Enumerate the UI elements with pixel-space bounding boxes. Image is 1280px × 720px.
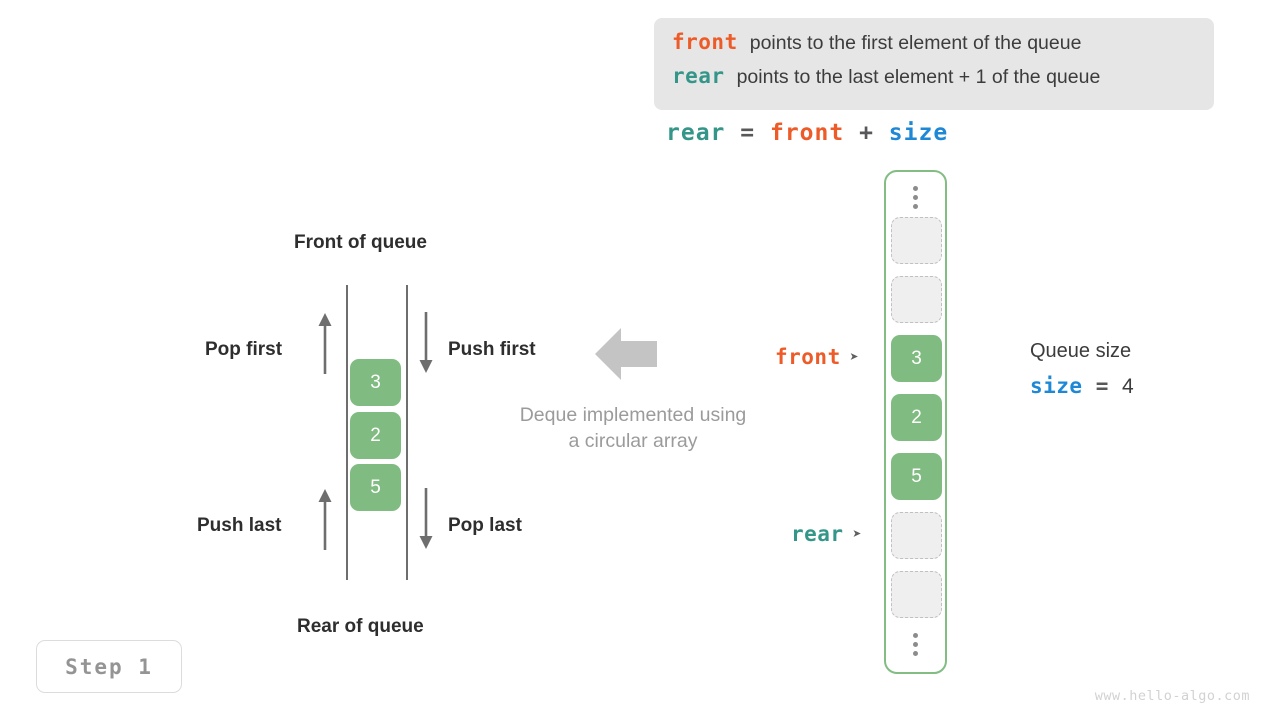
array-top-ellipsis-icon <box>886 186 945 209</box>
pop-first-arrow-up-icon <box>318 313 332 374</box>
deque-cell: 3 <box>350 359 401 406</box>
rear-pointer-text: rear <box>791 522 844 546</box>
rear-pointer-arrow-icon: ➤ <box>852 524 863 543</box>
legend-text-rear: points to the last element + 1 of the qu… <box>736 66 1101 88</box>
rear-of-queue-label: Rear of queue <box>297 616 424 637</box>
equation-equals: = <box>740 120 756 146</box>
legend-text-front: points to the first element of the queue <box>749 32 1082 54</box>
array-slot-empty <box>891 217 942 264</box>
deque-diagram: Front of queue Rear of queue Pop first P… <box>197 232 746 637</box>
left-pointing-block-arrow-icon <box>595 328 657 380</box>
array-slot-empty <box>891 571 942 618</box>
equation-lhs: rear <box>666 120 726 146</box>
legend-line-rear: rear points to the last element + 1 of t… <box>672 64 1196 98</box>
queue-size-equals: = <box>1095 374 1109 398</box>
queue-size-title: Queue size <box>1030 340 1132 362</box>
queue-size-expression: size = 4 <box>1030 374 1134 399</box>
deque-caption-line-2: a circular array <box>568 430 698 452</box>
deque-rail-left <box>346 285 348 580</box>
array-slot-filled: 3 <box>891 335 942 382</box>
legend-box: front points to the first element of the… <box>654 18 1214 110</box>
deque-rail-right <box>406 285 408 580</box>
queue-size-variable: size <box>1030 374 1083 398</box>
push-last-label: Push last <box>197 515 282 536</box>
pop-first-label: Pop first <box>205 339 283 360</box>
step-badge: Step 1 <box>36 640 182 693</box>
equation-rhs-front: front <box>769 120 845 146</box>
pop-last-arrow-down-icon <box>419 488 433 549</box>
deque-cell: 5 <box>350 464 401 511</box>
array-slot-empty <box>891 276 942 323</box>
equation-plus: + <box>859 120 874 146</box>
legend-keyword-rear: rear <box>672 64 725 88</box>
front-of-queue-label: Front of queue <box>294 232 427 253</box>
rear-pointer-label: rear ➤ <box>791 522 862 546</box>
array-bottom-ellipsis-icon <box>886 633 945 656</box>
deque-caption: Deque implemented using a circular array <box>493 402 773 454</box>
array-slot-filled: 5 <box>891 453 942 500</box>
front-pointer-text: front <box>775 345 841 369</box>
push-last-arrow-up-icon <box>318 489 332 550</box>
front-pointer-label: front ➤ <box>775 345 859 369</box>
queue-size-value: 4 <box>1122 375 1135 398</box>
legend-line-front: front points to the first element of the… <box>672 30 1196 64</box>
circular-array-container: 3 2 5 <box>884 170 947 674</box>
front-pointer-arrow-icon: ➤ <box>849 347 860 366</box>
equation-rear-equals-front-plus-size: rear = front + size <box>666 120 948 146</box>
legend-keyword-front: front <box>672 30 738 54</box>
pop-last-label: Pop last <box>448 515 522 536</box>
array-slot-filled: 2 <box>891 394 942 441</box>
deque-cell: 2 <box>350 412 401 459</box>
push-first-arrow-down-icon <box>419 312 433 373</box>
equation-rhs-size: size <box>888 120 949 146</box>
push-first-label: Push first <box>448 339 536 360</box>
queue-size-block: Queue size size = 4 <box>1030 340 1134 399</box>
deque-caption-line-1: Deque implemented using <box>519 404 747 426</box>
watermark: www.hello-algo.com <box>1094 688 1250 704</box>
array-slot-empty <box>891 512 942 559</box>
